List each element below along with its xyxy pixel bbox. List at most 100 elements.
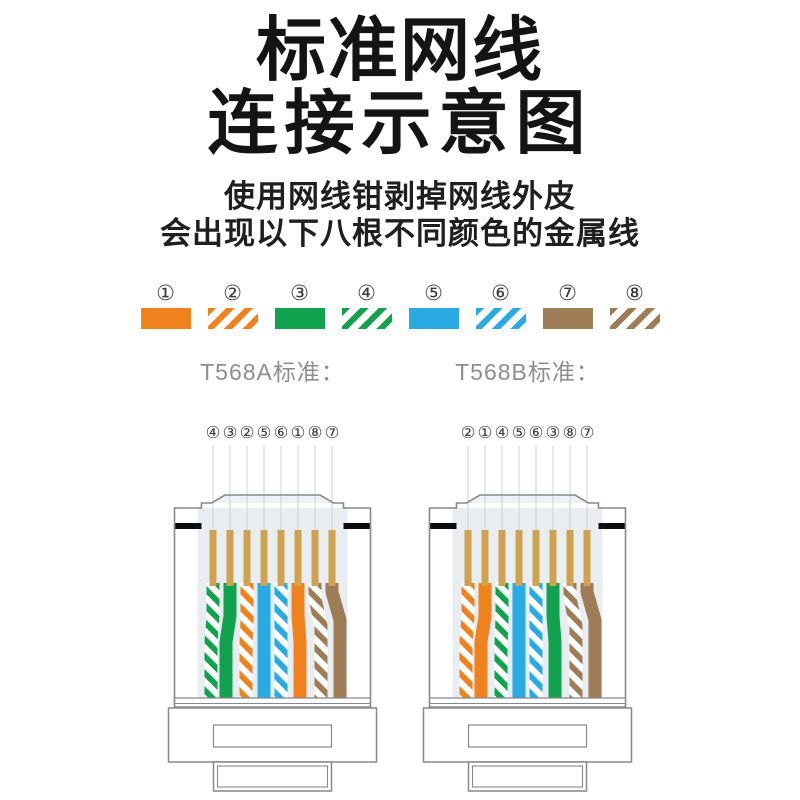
subtitle-line-1: 使用网线钳剥掉网线外皮 [224,179,576,214]
legend-swatch-green [274,308,325,329]
legend-swatch-brown [542,308,593,329]
wire-white-orange [239,583,253,698]
plug-inner-panel [197,508,347,698]
wire-number-label: ④ [205,423,220,442]
wire-number-label: ⑦ [324,423,339,442]
gold-pin-8 [328,530,335,586]
plug-inner-panel [452,508,602,698]
left-black-bar [429,523,456,529]
boot-window [212,724,332,748]
wire-number-label: ② [239,423,254,442]
legend-item-white-green: ④ [341,281,392,329]
legend-number: ② [223,281,242,305]
legend-number: ① [156,281,175,305]
right-black-bar [343,523,370,529]
wires-group [204,583,346,698]
wire-brown [580,583,601,698]
wire-number-label: ⑤ [511,423,526,442]
gold-pin-3 [498,530,505,586]
wire-number-label: ⑥ [528,423,543,442]
legend-number: ⑥ [491,281,510,305]
tail-window [216,765,328,788]
gold-pin-8 [583,530,590,586]
gold-pin-1 [464,530,471,586]
tail-window [471,765,583,788]
wire-number-label: ④ [494,423,509,442]
wire-number-label: ③ [545,423,560,442]
legend-swatch-white-brown [609,308,660,329]
legend-number: ⑧ [625,281,644,305]
legend-swatch-white-blue [475,308,526,329]
page-title: 标准网线 连接示意图 [0,14,800,160]
plug-clip-tab [466,495,588,503]
title-line-1: 标准网线 [256,11,544,89]
gold-pin-2 [481,530,488,586]
wire-number-label: ⑧ [562,423,577,442]
wire-green [546,583,561,698]
wire-number-label: ② [460,423,475,442]
legend-item-orange: ① [140,281,191,329]
wire-number-label: ⑧ [307,423,322,442]
gold-pin-5 [277,530,284,586]
wire-guide-lines [212,446,332,532]
wire-number-label: ③ [222,423,237,442]
wire-orange [291,583,306,698]
gold-pin-6 [549,530,556,586]
plug-clip-tab [211,495,333,503]
legend-number: ③ [290,281,309,305]
legend-swatch-orange [140,308,191,329]
wire-number-label: ⑤ [256,423,271,442]
wire-white-brown [308,583,327,698]
gold-pin-4 [260,530,267,586]
wire-green [219,583,236,698]
gold-pins-group [464,530,590,586]
wire-white-brown [563,583,582,698]
gold-pin-3 [243,530,250,586]
wire-white-green [494,583,508,698]
wire-number-label: ⑦ [579,423,594,442]
wire-number-label: ① [290,423,305,442]
legend-swatch-white-green [341,308,392,329]
wire-orange [474,583,491,698]
legend-swatch-blue [408,308,459,329]
gold-pin-2 [226,530,233,586]
wire-number-label: ① [477,423,492,442]
gold-pin-1 [209,530,216,586]
gold-pins-group [209,530,335,586]
plug-body-outline [173,494,371,708]
boot-window [467,724,587,748]
legend-number: ④ [357,281,376,305]
wires-group [459,583,601,698]
legend-item-green: ③ [274,281,325,329]
t568b-label: T568B标准： [455,359,600,385]
gold-pin-7 [566,530,573,586]
right-black-bar [598,523,625,529]
legend-item-white-brown: ⑧ [609,281,660,329]
left-black-bar [174,523,201,529]
standard-labels-row: T568A标准： T568B标准： [0,358,800,386]
subtitle-line-2: 会出现以下八根不同颜色的金属线 [160,216,640,251]
legend-item-brown: ⑦ [542,281,593,329]
legend-item-white-blue: ⑥ [475,281,526,329]
legend-item-blue: ⑤ [408,281,459,329]
legend-number: ⑤ [424,281,443,305]
plug-body-outline [428,494,626,708]
wire-number-label: ⑥ [273,423,288,442]
gold-pin-6 [294,530,301,586]
wire-white-green [204,583,219,698]
wire-color-legend: ① ② ③ ④ ⑤ ⑥ ⑦ ⑧ [0,282,800,329]
gold-pin-7 [311,530,318,586]
t568a-label: T568A标准： [200,359,345,385]
gold-pin-4 [515,530,522,586]
legend-item-white-orange: ② [207,281,258,329]
title-line-2: 连接示意图 [207,84,593,162]
wire-white-orange [459,583,474,698]
legend-number: ⑦ [558,281,577,305]
page: 标准网线 连接示意图 使用网线钳剥掉网线外皮 会出现以下八根不同颜色的金属线 ①… [0,14,800,795]
